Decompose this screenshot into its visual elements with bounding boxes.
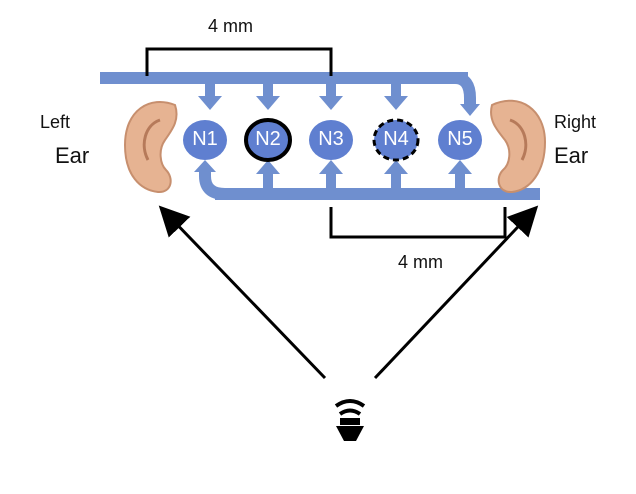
bottom-spacing-label: 4 mm [398, 252, 443, 272]
top-spacing-label: 4 mm [208, 16, 253, 36]
neuron-label-n4: N4 [383, 128, 409, 150]
right-ear-icon [490, 99, 547, 194]
right-label: Right [554, 112, 597, 132]
neuron-label-n2: N2 [255, 128, 281, 150]
arrow-to-left-ear [158, 205, 327, 380]
neuron-label-n3: N3 [318, 128, 344, 150]
right-ear-label: Ear [554, 143, 589, 168]
arrow-to-right-ear [373, 205, 539, 380]
neuron-n1 [183, 120, 227, 160]
bottom-pathway [194, 160, 540, 200]
left-label: Left [40, 112, 71, 132]
left-ear-icon [123, 100, 178, 194]
bottom-spacing-bracket [329, 207, 507, 239]
neuron-n5 [438, 120, 482, 160]
neuron-label-n5: N5 [447, 128, 473, 150]
left-ear-label: Ear [55, 143, 90, 168]
neuron-n3 [309, 120, 353, 160]
neuron-n2 [244, 118, 292, 162]
speaker-icon [334, 399, 366, 441]
top-spacing-bracket [145, 47, 333, 76]
top-pathway [100, 72, 480, 116]
neuron-n4 [372, 118, 420, 162]
neuron-label-n1: N1 [192, 128, 218, 150]
